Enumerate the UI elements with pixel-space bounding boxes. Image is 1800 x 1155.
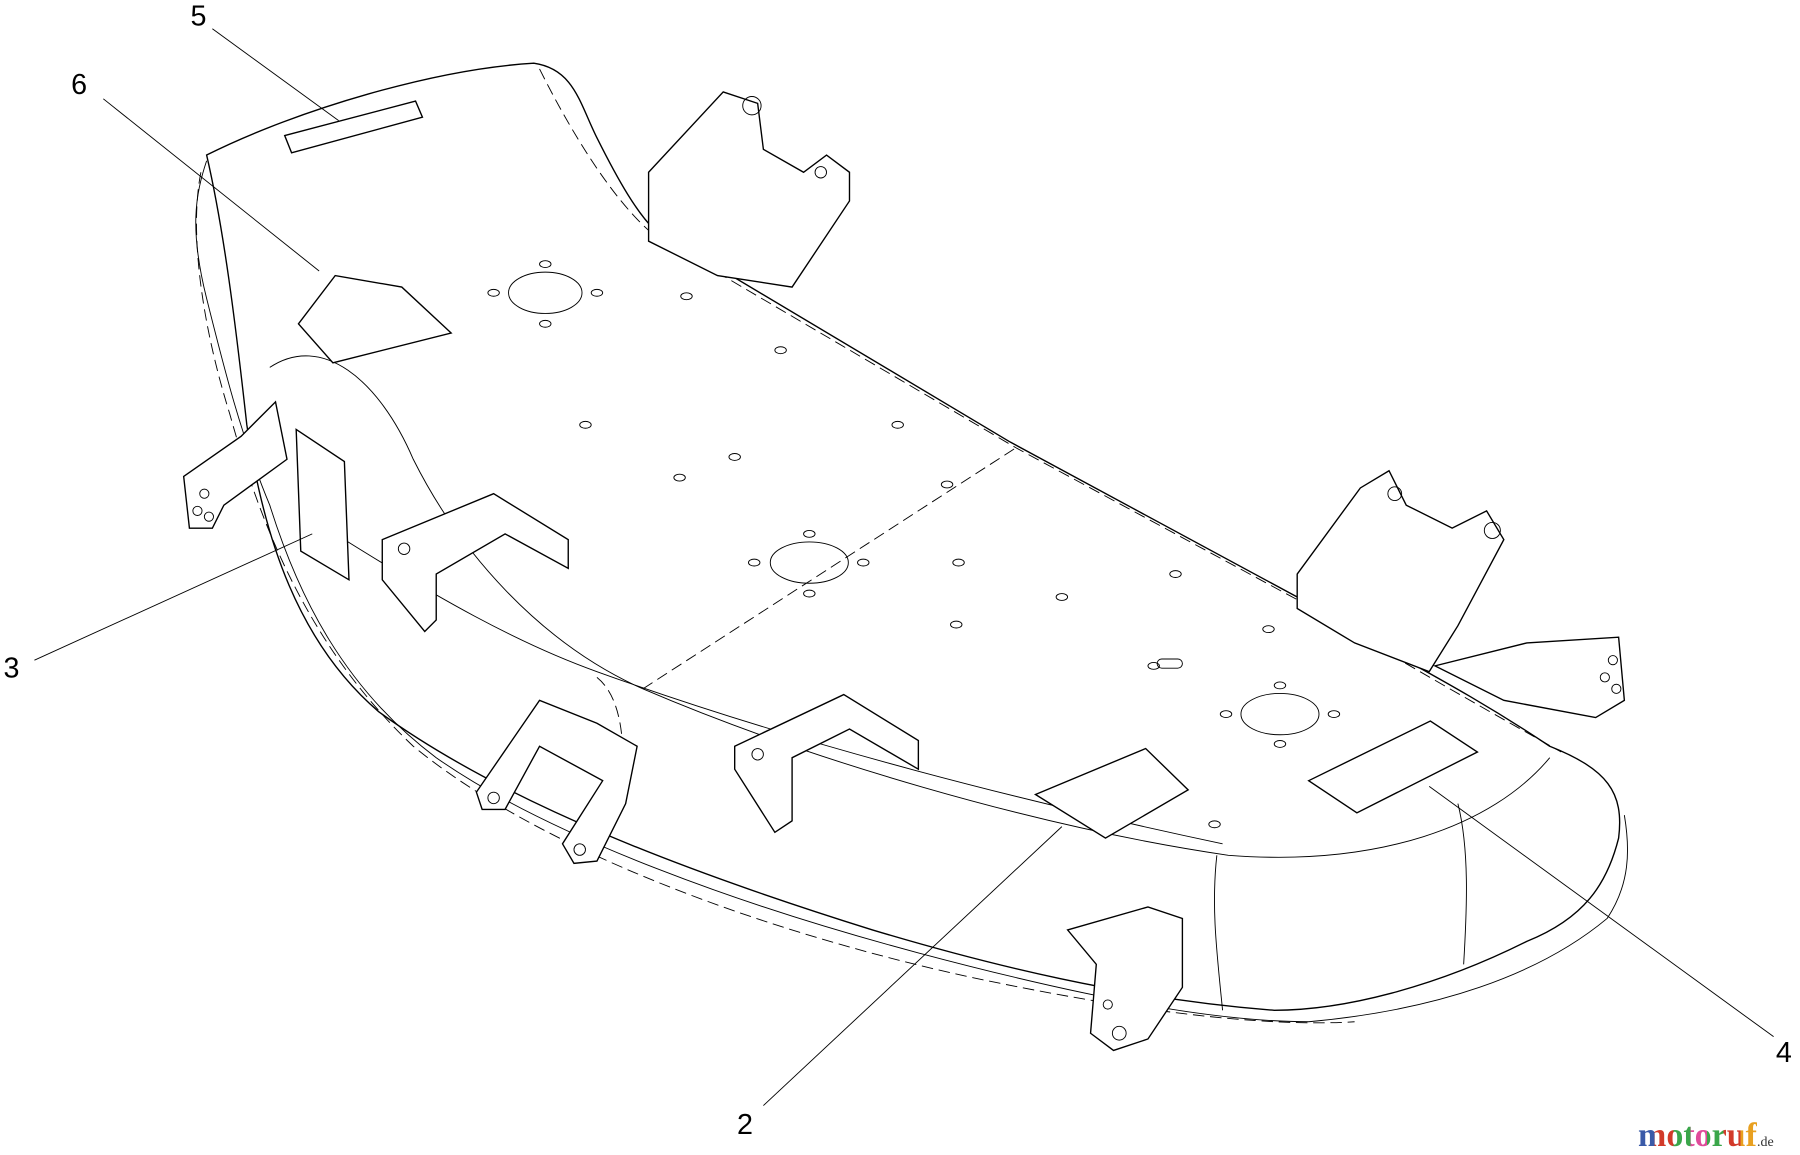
leader-3 bbox=[34, 533, 313, 661]
callout-3: 3 bbox=[3, 652, 19, 684]
deck-body bbox=[195, 62, 1628, 1024]
decal-4 bbox=[1307, 720, 1479, 814]
watermark-logo: motoruf.de bbox=[1638, 1117, 1774, 1155]
spindle-holes bbox=[487, 260, 1341, 829]
mounting-brackets bbox=[182, 91, 1626, 1052]
callout-leaders bbox=[34, 28, 1774, 1106]
callout-labels: 5 6 3 2 4 bbox=[3, 0, 1791, 1141]
watermark-text: motoruf bbox=[1638, 1117, 1757, 1154]
callout-5: 5 bbox=[191, 0, 207, 32]
decal-6 bbox=[297, 274, 453, 364]
leader-4 bbox=[1428, 786, 1774, 1038]
leader-6 bbox=[103, 98, 320, 272]
leader-5 bbox=[212, 28, 339, 121]
callout-2: 2 bbox=[737, 1109, 753, 1141]
decals bbox=[283, 100, 1479, 839]
callout-4: 4 bbox=[1776, 1037, 1792, 1069]
leader-2 bbox=[763, 826, 1063, 1106]
decal-5 bbox=[283, 100, 424, 154]
decal-2 bbox=[1033, 747, 1190, 839]
callout-6: 6 bbox=[71, 69, 87, 101]
watermark-suffix: .de bbox=[1756, 1135, 1774, 1150]
decal-3 bbox=[295, 428, 350, 582]
